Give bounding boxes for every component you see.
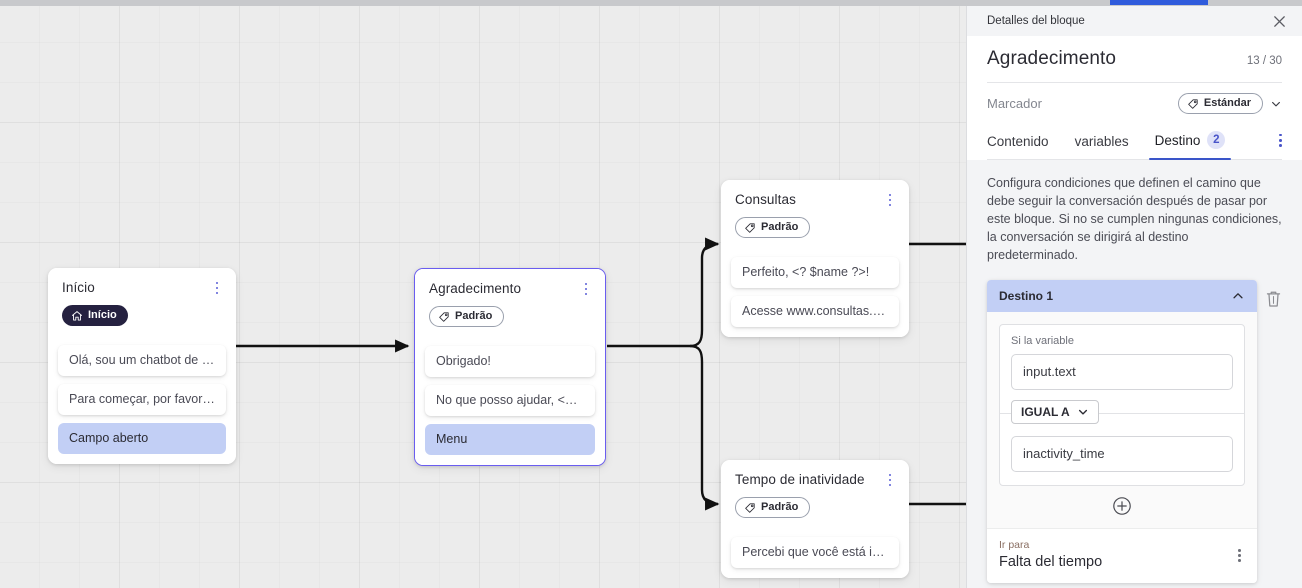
add-condition-row <box>999 486 1245 528</box>
operator-row: IGUAL A <box>1000 400 1244 426</box>
condition-label: Si la variable <box>1011 335 1074 347</box>
node-menu-button[interactable] <box>578 280 594 298</box>
node-badge-default[interactable]: Padrão <box>429 306 505 327</box>
marker-label: Marcador <box>987 96 1042 111</box>
chevron-down-icon <box>1078 409 1087 415</box>
node-messages: Olá, sou um chatbot de teste! Para começ… <box>48 344 236 464</box>
chevron-up-icon[interactable] <box>1231 289 1245 303</box>
flow-node-agradecimento[interactable]: Agradecimento Padrão Obrigado! No que po… <box>414 268 606 466</box>
scrollbar-thumb[interactable] <box>1110 0 1208 5</box>
goto-text: Ir para Falta del tiempo <box>999 539 1102 572</box>
marker-chip[interactable]: Estándar <box>1177 93 1263 114</box>
edge-agradecimento-inatividade <box>689 344 720 511</box>
node-header: Início Início <box>48 268 236 337</box>
tab-label: variables <box>1074 134 1129 149</box>
marker-control[interactable]: Estándar <box>1177 93 1282 114</box>
node-badge-label: Padrão <box>455 310 493 322</box>
tag-icon <box>745 222 755 233</box>
destination-card: Destino 1 Si la variable input.text IGUA… <box>987 280 1257 583</box>
flow-canvas[interactable]: Início Início Olá, sou um chatbot de tes… <box>0 0 966 588</box>
node-badge-start[interactable]: Início <box>62 305 128 326</box>
node-messages: Obrigado! No que posso ajudar, <? $name … <box>415 345 605 465</box>
node-message[interactable]: Para começar, por favor digite o ... <box>58 383 226 415</box>
node-menu-button[interactable] <box>882 471 898 489</box>
flow-node-inicio[interactable]: Início Início Olá, sou um chatbot de tes… <box>48 268 236 464</box>
condition-group: Si la variable input.text IGUAL A <box>999 324 1245 486</box>
panel-header-title: Detalles del bloque <box>987 15 1085 27</box>
operator-label: IGUAL A <box>1021 405 1070 419</box>
home-icon <box>72 310 82 320</box>
node-title: Início <box>62 280 95 295</box>
horizontal-scrollbar[interactable] <box>0 0 1302 6</box>
tag-icon <box>1188 98 1198 109</box>
block-details-panel: Detalles del bloque Agradecimento 13 / 3… <box>966 0 1302 588</box>
destination-description: Configura condiciones que definen el cam… <box>987 176 1282 262</box>
char-counter: 13 / 30 <box>1246 55 1282 67</box>
panel-header: Detalles del bloque <box>967 6 1302 36</box>
more-vertical-icon[interactable] <box>1279 133 1282 159</box>
tab-variables[interactable]: variables <box>1075 129 1129 159</box>
destination-header[interactable]: Destino 1 <box>987 280 1257 312</box>
marker-row: Marcador Estándar <box>987 83 1282 126</box>
variable-input[interactable]: input.text <box>1011 354 1233 390</box>
edge-agradecimento-consultas <box>689 237 720 348</box>
goto-value: Falta del tiempo <box>999 554 1103 570</box>
tag-icon <box>745 502 755 513</box>
node-message[interactable]: Obrigado! <box>425 345 595 377</box>
goto-label: Ir para <box>999 539 1030 551</box>
plus-circle-icon[interactable] <box>1112 496 1132 516</box>
goto-menu-button[interactable] <box>1234 545 1245 566</box>
tab-destino[interactable]: Destino 2 <box>1148 126 1232 160</box>
node-header: Consultas Padrão <box>721 180 909 249</box>
panel-content: Configura condiciones que definen el cam… <box>967 160 1302 588</box>
operator-select[interactable]: IGUAL A <box>1011 400 1099 424</box>
node-badge-label: Padrão <box>761 501 799 513</box>
flow-node-consultas[interactable]: Consultas Padrão Perfeito, <? $name ?>! … <box>721 180 909 337</box>
tab-contenido[interactable]: Contenido <box>987 129 1049 159</box>
node-message[interactable]: Percebi que você está inativo. C... <box>731 536 899 568</box>
trash-icon[interactable] <box>1265 289 1282 309</box>
panel-tabs: Contenido variables Destino 2 <box>987 126 1282 160</box>
node-title: Consultas <box>735 192 796 207</box>
node-badge-default[interactable]: Padrão <box>735 497 811 518</box>
marker-chip-label: Estándar <box>1203 97 1251 109</box>
node-badge-label: Padrão <box>761 221 799 233</box>
node-header: Agradecimento Padrão <box>415 269 605 338</box>
tab-label: Contenido <box>987 134 1049 149</box>
node-message[interactable]: Olá, sou um chatbot de teste! <box>58 344 226 376</box>
destination-1-wrapper: Destino 1 Si la variable input.text IGUA… <box>987 280 1282 583</box>
node-message[interactable]: Acesse www.consultas.com par... <box>731 295 899 327</box>
node-messages: Perfeito, <? $name ?>! Acesse www.consul… <box>721 256 909 337</box>
compare-value-input[interactable]: inactivity_time <box>1011 436 1233 472</box>
node-menu-button[interactable] <box>882 191 898 209</box>
chevron-down-icon[interactable] <box>1270 98 1282 110</box>
goto-row[interactable]: Ir para Falta del tiempo <box>987 528 1257 583</box>
destination-header-label: Destino 1 <box>999 289 1054 303</box>
node-title: Tempo de inatividade <box>735 472 865 487</box>
flow-node-inatividade[interactable]: Tempo de inatividade Padrão Percebi que … <box>721 460 909 578</box>
node-messages: Percebi que você está inativo. C... <box>721 536 909 578</box>
panel-title-row: Agradecimento 13 / 30 <box>987 36 1282 83</box>
node-menu-button[interactable] <box>209 279 225 297</box>
destination-body: Si la variable input.text IGUAL A <box>987 312 1257 528</box>
page-title: Agradecimento <box>987 48 1117 69</box>
tag-icon <box>439 311 449 322</box>
node-badge-label: Início <box>88 309 117 321</box>
node-message[interactable]: No que posso ajudar, <? $name ... <box>425 384 595 416</box>
close-icon[interactable] <box>1270 12 1288 30</box>
node-header: Tempo de inatividade Padrão <box>721 460 909 529</box>
node-title: Agradecimento <box>429 281 522 296</box>
node-message[interactable]: Perfeito, <? $name ?>! <box>731 256 899 288</box>
status-badge: 2 <box>1207 131 1226 149</box>
node-badge-default[interactable]: Padrão <box>735 217 811 238</box>
panel-upper: Agradecimento 13 / 30 Marcador Estándar <box>967 36 1302 160</box>
tab-label: Destino <box>1154 132 1201 148</box>
node-message-highlighted[interactable]: Campo aberto <box>58 422 226 454</box>
node-message-highlighted[interactable]: Menu <box>425 423 595 455</box>
